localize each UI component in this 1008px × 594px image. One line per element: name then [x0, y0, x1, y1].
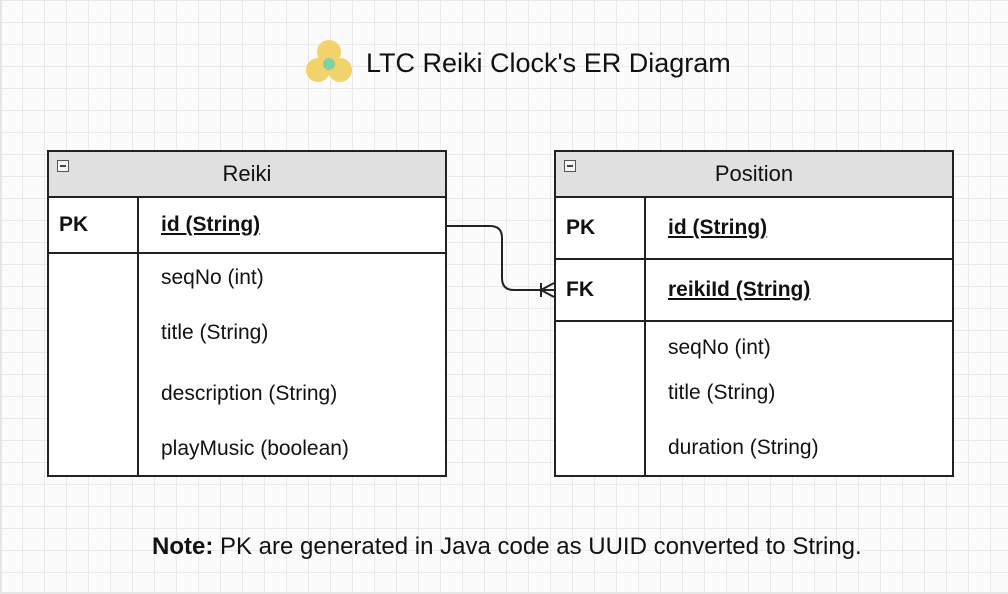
key-field: reikiId (String)	[668, 278, 811, 301]
key-label: PK	[49, 198, 139, 252]
attribute-block: seqNo (int) title (String) duration (Str…	[556, 322, 952, 475]
attribute: seqNo (int)	[161, 266, 264, 289]
key-label: PK	[556, 198, 646, 258]
key-field: id (String)	[668, 216, 768, 239]
note-text: PK are generated in Java code as UUID co…	[213, 533, 862, 560]
entity-name: Reiki	[222, 161, 272, 186]
reiki-logo-icon	[304, 38, 354, 88]
entity-reiki[interactable]: Reiki PK id (String) seqNo (int) title (…	[47, 150, 447, 477]
attribute-block: seqNo (int) title (String) description (…	[49, 254, 445, 475]
entity-position[interactable]: Position PK id (String) FK reikiId (Stri…	[554, 150, 954, 477]
attribute: title (String)	[161, 321, 269, 344]
fk-row: FK reikiId (String)	[556, 260, 952, 322]
attribute: playMusic (boolean)	[161, 437, 349, 460]
crows-foot-icon	[540, 282, 555, 298]
collapse-icon[interactable]	[57, 160, 69, 172]
pk-row: PK id (String)	[556, 198, 952, 260]
diagram-note: Note: PK are generated in Java code as U…	[152, 533, 862, 561]
note-label: Note:	[152, 533, 214, 560]
relationship-line	[447, 225, 554, 291]
attribute: title (String)	[668, 381, 776, 404]
attribute: seqNo (int)	[668, 336, 771, 359]
attribute-list: seqNo (int) title (String) duration (Str…	[646, 322, 952, 475]
entity-header: Position	[556, 152, 952, 198]
collapse-icon[interactable]	[564, 160, 576, 172]
entity-name: Position	[714, 161, 794, 186]
page-title: LTC Reiki Clock's ER Diagram	[366, 47, 731, 78]
pk-row: PK id (String)	[49, 198, 445, 254]
attribute-list: seqNo (int) title (String) description (…	[139, 254, 445, 475]
key-field: id (String)	[161, 213, 261, 236]
key-label: FK	[556, 260, 646, 320]
entity-header: Reiki	[49, 152, 445, 198]
attribute: description (String)	[161, 382, 338, 405]
diagram-title: LTC Reiki Clock's ER Diagram	[304, 38, 731, 88]
attribute: duration (String)	[668, 436, 819, 459]
